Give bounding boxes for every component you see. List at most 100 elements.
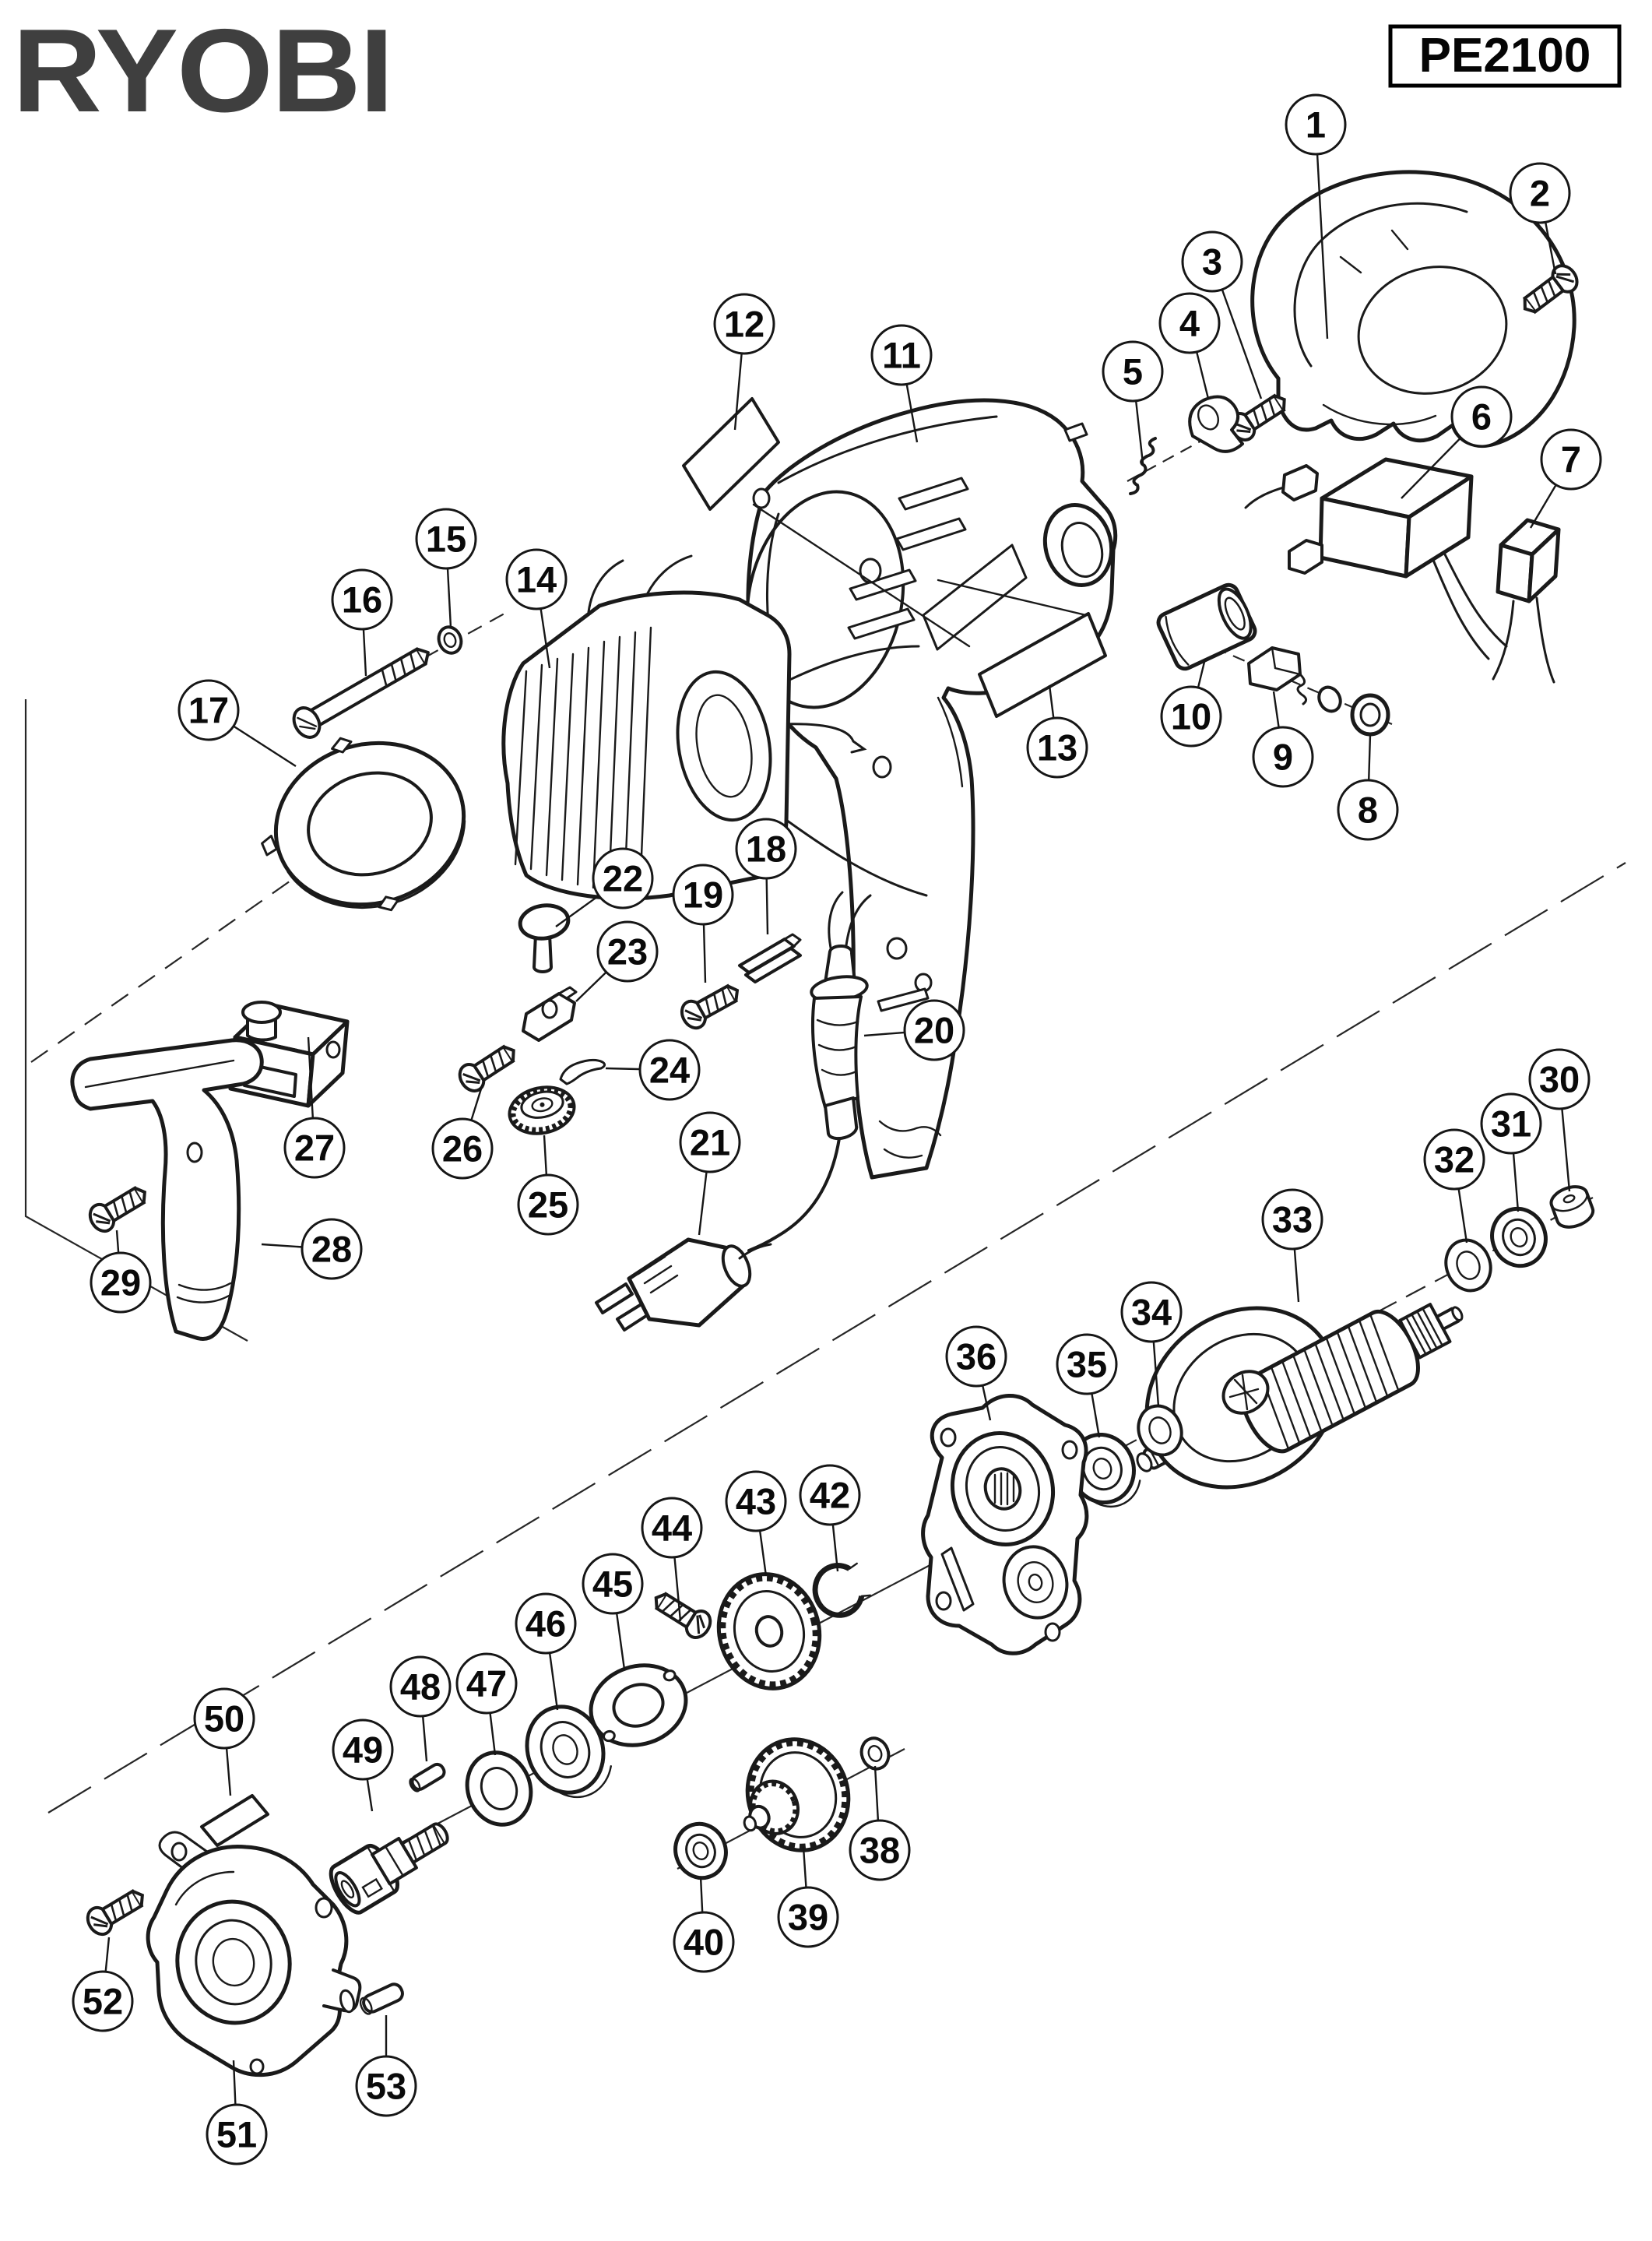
balloon-32 <box>1423 1128 1485 1191</box>
callout-10: 10 <box>1160 658 1222 748</box>
balloon-number-9: 9 <box>1273 736 1293 777</box>
balloon-45 <box>582 1553 644 1615</box>
balloon-4 <box>1158 292 1221 354</box>
callout-21: 21 <box>679 1111 741 1236</box>
balloon-number-10: 10 <box>1171 695 1211 737</box>
balloon-1 <box>1285 93 1347 156</box>
balloon-13 <box>1026 716 1088 779</box>
balloon-number-1: 1 <box>1306 104 1326 145</box>
balloon-9 <box>1252 726 1314 788</box>
callout-2: 2 <box>1509 162 1571 275</box>
part-switch-bracket <box>522 986 578 1042</box>
balloon-26 <box>431 1117 494 1180</box>
callout-13: 13 <box>1026 684 1088 779</box>
part-bolt-16 <box>292 647 430 739</box>
part-holder-clip <box>738 933 802 983</box>
callout-48: 48 <box>389 1655 452 1762</box>
balloon-number-32: 32 <box>1434 1138 1474 1180</box>
callout-29: 29 <box>90 1230 152 1314</box>
balloon-number-47: 47 <box>466 1662 507 1704</box>
balloon-number-30: 30 <box>1539 1058 1580 1099</box>
balloon-number-7: 7 <box>1561 438 1581 480</box>
balloon-number-26: 26 <box>442 1128 483 1169</box>
part-field-stator <box>501 554 928 901</box>
parts-layer <box>70 170 1595 2077</box>
callout-45: 45 <box>582 1553 644 1670</box>
part-spacer-30 <box>1549 1185 1595 1229</box>
balloon-number-25: 25 <box>528 1184 568 1225</box>
part-lock-button <box>518 903 571 973</box>
balloon-50 <box>193 1687 255 1750</box>
balloon-number-23: 23 <box>607 931 648 972</box>
callout-28: 28 <box>261 1218 363 1280</box>
balloon-number-4: 4 <box>1179 302 1200 343</box>
callout-5: 5 <box>1102 340 1164 464</box>
balloon-number-38: 38 <box>859 1829 900 1870</box>
balloon-number-39: 39 <box>788 1896 828 1937</box>
balloon-47 <box>455 1652 518 1715</box>
part-spindle <box>329 1822 449 1915</box>
callout-24: 24 <box>605 1039 701 1101</box>
callout-39: 39 <box>777 1846 839 1948</box>
part-screw-26 <box>453 1037 523 1097</box>
callout-38: 38 <box>849 1765 911 1881</box>
balloon-24 <box>638 1039 701 1101</box>
part-washer-32 <box>1444 1238 1492 1293</box>
balloon-2 <box>1509 162 1571 224</box>
part-gear-39 <box>743 1737 851 1852</box>
part-screw-19 <box>676 976 746 1034</box>
callout-4: 4 <box>1158 292 1221 399</box>
balloon-number-36: 36 <box>956 1335 996 1377</box>
balloon-44 <box>641 1497 703 1559</box>
callout-33: 33 <box>1261 1188 1323 1303</box>
balloon-number-20: 20 <box>914 1009 954 1050</box>
model-box <box>1388 24 1622 88</box>
balloon-52 <box>72 1970 134 2032</box>
balloon-22 <box>592 847 654 909</box>
balloon-number-16: 16 <box>342 579 382 620</box>
balloon-number-3: 3 <box>1202 241 1222 282</box>
balloon-19 <box>672 864 734 926</box>
callout-1: 1 <box>1285 93 1347 339</box>
balloon-30 <box>1528 1048 1590 1110</box>
callout-11: 11 <box>870 324 933 443</box>
callout-26: 26 <box>431 1083 494 1180</box>
balloon-number-44: 44 <box>652 1507 692 1548</box>
balloon-number-17: 17 <box>188 689 229 730</box>
balloon-42 <box>799 1464 861 1526</box>
callout-36: 36 <box>945 1325 1007 1421</box>
part-washer-47 <box>465 1750 533 1827</box>
part-power-plug <box>595 1237 772 1332</box>
callout-9: 9 <box>1252 691 1314 788</box>
balloon-number-5: 5 <box>1123 350 1143 392</box>
part-gear-housing <box>921 1394 1089 1655</box>
balloon-number-12: 12 <box>724 303 764 344</box>
callout-12: 12 <box>713 293 775 431</box>
balloon-number-53: 53 <box>366 2065 406 2106</box>
balloon-10 <box>1160 685 1222 748</box>
part-spring-clip <box>559 1058 606 1085</box>
balloon-40 <box>673 1911 735 1973</box>
part-carbon-brush <box>1247 646 1342 713</box>
callout-52: 52 <box>72 1937 134 2032</box>
part-washer-15 <box>437 625 463 655</box>
balloon-number-52: 52 <box>83 1980 123 2021</box>
callout-42: 42 <box>799 1464 861 1572</box>
callout-49: 49 <box>332 1719 394 1812</box>
balloon-number-43: 43 <box>736 1480 776 1522</box>
part-sleeve-10 <box>1156 582 1257 671</box>
balloon-number-19: 19 <box>683 874 723 915</box>
part-bearing-31 <box>1490 1206 1548 1268</box>
callout-6: 6 <box>1401 385 1513 499</box>
balloon-53 <box>355 2055 417 2117</box>
callout-31: 31 <box>1480 1092 1542 1212</box>
balloon-39 <box>777 1886 839 1948</box>
balloon-number-33: 33 <box>1272 1198 1313 1240</box>
balloon-number-2: 2 <box>1530 172 1550 213</box>
balloon-number-42: 42 <box>810 1474 850 1515</box>
part-cord-clamp <box>1188 395 1244 453</box>
balloon-21 <box>679 1111 741 1173</box>
balloon-11 <box>870 324 933 386</box>
part-capacitor <box>1492 518 1561 684</box>
callout-19: 19 <box>672 864 734 983</box>
